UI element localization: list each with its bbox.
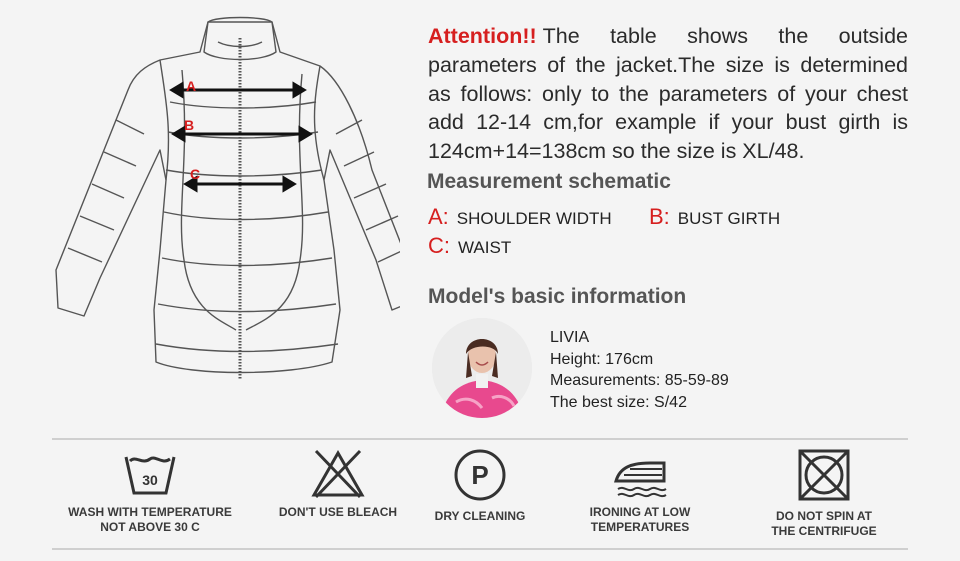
label-c: C	[190, 166, 200, 182]
care-label-line1: WASH WITH TEMPERATURE	[68, 505, 232, 519]
measurement-heading: Measurement schematic	[427, 170, 671, 193]
care-item-wash: 30 WASH WITH TEMPERATURE NOT ABOVE 30 C	[50, 447, 250, 535]
model-avatar	[432, 318, 532, 418]
care-item-bleach: DON'T USE BLEACH	[258, 447, 418, 520]
care-label-line2: TEMPERATURES	[590, 520, 690, 534]
care-item-dry-clean: P DRY CLEANING	[420, 447, 540, 524]
wash-temp-number: 30	[142, 472, 158, 488]
care-label-line2: THE CENTRIFUGE	[771, 524, 877, 538]
label-b: B	[184, 117, 194, 133]
care-label-line1: DO NOT SPIN AT	[776, 509, 872, 523]
jacket-outline	[55, 21, 400, 374]
measurement-label: WAIST	[458, 238, 512, 257]
jacket-diagram: A B C	[55, 16, 400, 380]
measurement-letter: B:	[649, 204, 670, 229]
attention-body: The table shows the outside parameters o…	[428, 24, 908, 164]
care-item-ironing: IRONING AT LOW TEMPERATURES	[565, 447, 715, 535]
care-label-line2: NOT ABOVE 30 C	[100, 520, 200, 534]
measurement-label: BUST GIRTH	[677, 209, 781, 228]
measurement-letter: A:	[428, 204, 449, 229]
attention-title: Attention!!	[428, 24, 537, 48]
care-label-line1: DON'T USE BLEACH	[278, 505, 398, 519]
divider-top	[52, 438, 908, 440]
no-spin-icon	[798, 449, 850, 501]
no-bleach-icon	[311, 449, 365, 499]
measurement-item-b: B: BUST GIRTH	[649, 204, 780, 230]
dry-clean-icon: P	[454, 449, 506, 501]
iron-low-icon	[614, 461, 667, 498]
measurement-item-c: C: WAIST	[428, 233, 511, 259]
care-item-no-spin: DO NOT SPIN AT THE CENTRIFUGE	[750, 447, 898, 539]
wash-30-icon: 30	[124, 456, 176, 495]
model-name: LIVIA	[550, 329, 590, 346]
divider-bottom	[52, 548, 908, 550]
measurement-item-a: A: SHOULDER WIDTH	[428, 204, 612, 230]
measurement-letter: C:	[428, 233, 450, 258]
model-heading: Model's basic information	[428, 285, 687, 308]
model-height: Height: 176cm	[550, 350, 654, 368]
model-measurements: Measurements: 85-59-89	[550, 372, 729, 390]
care-label-line1: IRONING AT LOW	[589, 505, 691, 519]
dry-clean-letter: P	[471, 460, 488, 490]
model-best-size: The best size: S/42	[550, 394, 687, 412]
care-label-line1: DRY CLEANING	[434, 509, 526, 523]
attention-notice: Attention!!The table shows the outside p…	[428, 22, 908, 166]
model-info: LIVIA Height: 176cm Measurements: 85-59-…	[550, 327, 729, 414]
jacket-collar	[203, 16, 277, 61]
measurement-label: SHOULDER WIDTH	[456, 209, 612, 228]
label-a: A	[186, 78, 196, 94]
